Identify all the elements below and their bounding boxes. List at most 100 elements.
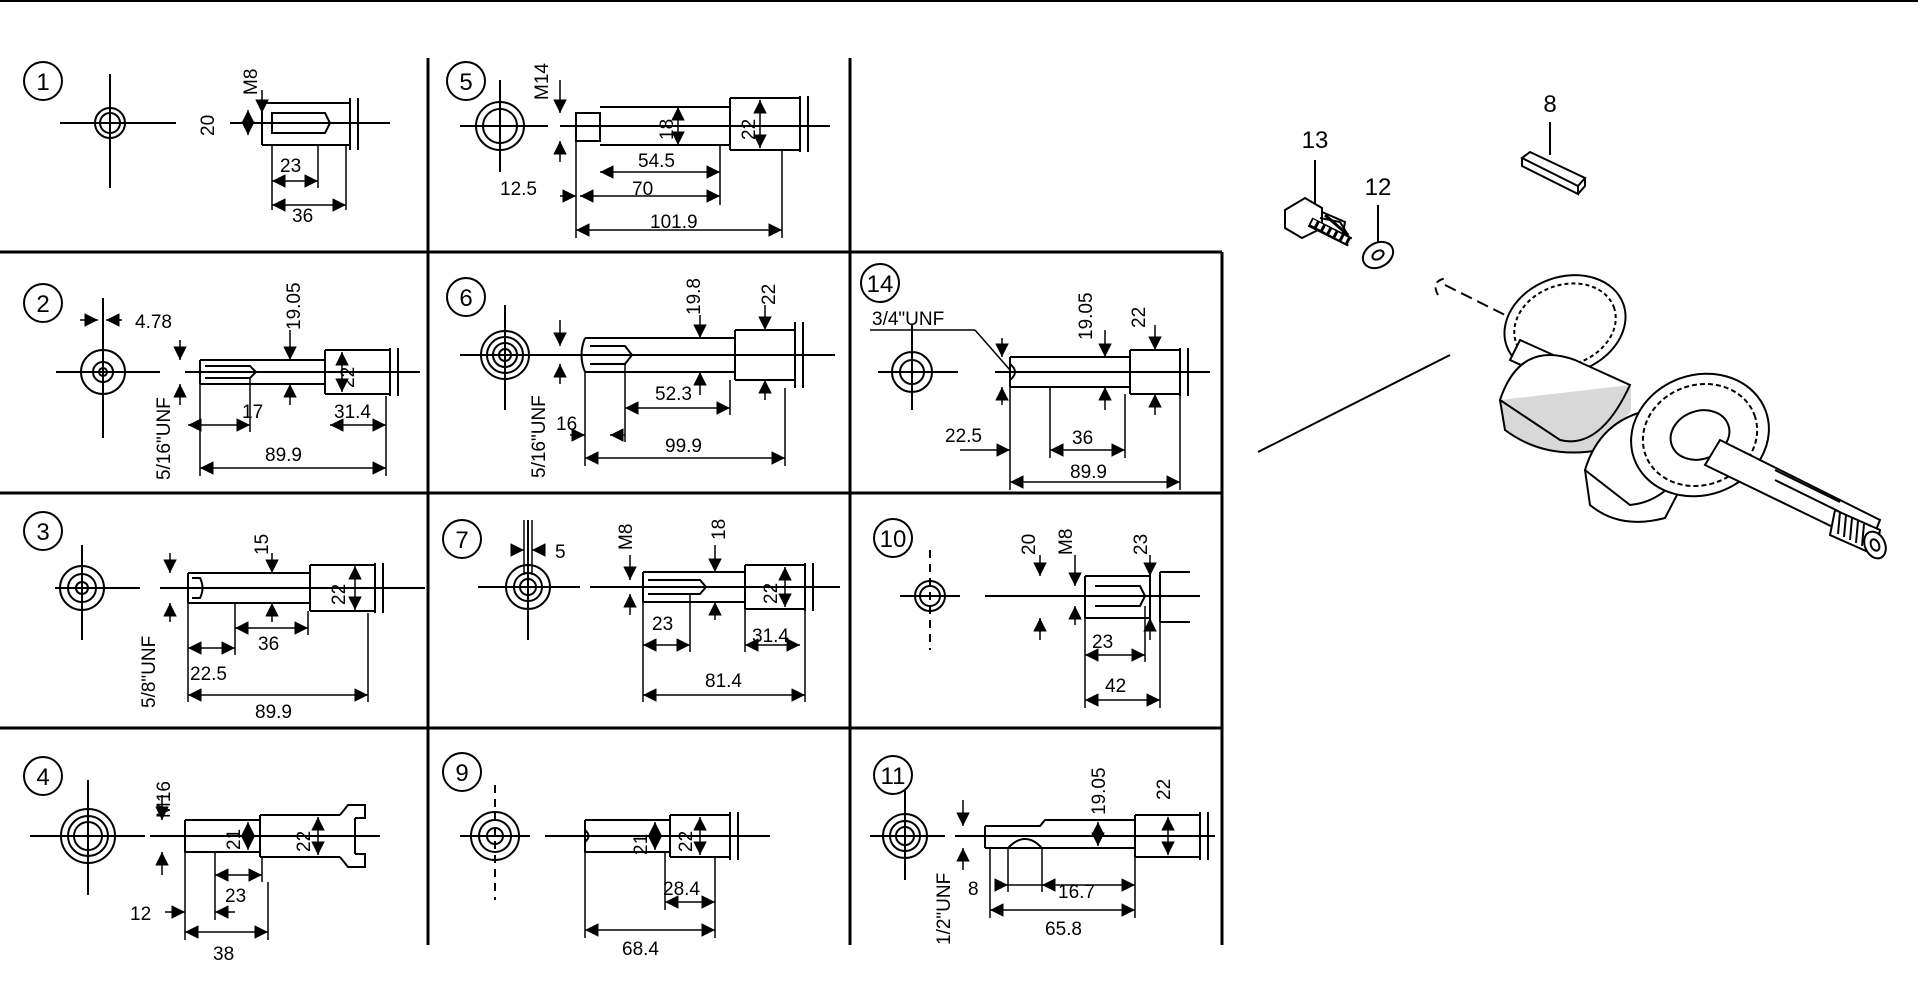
panel-number-badge: 9 xyxy=(442,752,482,792)
svg-text:6: 6 xyxy=(459,285,472,312)
dim-label: 22 xyxy=(294,831,315,852)
panel-number-badge: 7 xyxy=(442,519,482,559)
shaft-end-view xyxy=(56,298,160,438)
dim-label: 31.4 xyxy=(752,626,789,647)
washer-part-12: 12 xyxy=(1361,174,1395,270)
shaft-side-view xyxy=(545,812,770,860)
dim-label: 23 xyxy=(280,156,301,177)
panel-2: 2 xyxy=(23,282,420,480)
panel-1: 1 M8 20 23 36 xyxy=(23,61,390,227)
dim-label: 19.05 xyxy=(1089,767,1110,815)
panel-number-badge: 3 xyxy=(23,511,63,551)
panel-9: 9 21 22 28.4 68.4 xyxy=(442,752,770,960)
shaft-end-view xyxy=(30,780,145,895)
dim-label: 19.05 xyxy=(1076,292,1097,340)
dim-label: M8 xyxy=(616,524,637,550)
dimension-lines xyxy=(553,80,783,238)
dim-label: 23 xyxy=(652,614,673,635)
dim-label: 65.8 xyxy=(1045,919,1082,940)
shaft-side-view xyxy=(995,348,1210,396)
dimension-lines xyxy=(1033,555,1161,708)
dim-label: 23 xyxy=(225,886,246,907)
panel-6: 6 xyxy=(446,277,835,478)
shaft-side-view xyxy=(590,563,840,611)
svg-text:13: 13 xyxy=(1302,127,1329,154)
dim-label: 54.5 xyxy=(638,151,675,172)
panel-10: 10 20 M8 23 23 xyxy=(873,518,1200,708)
exploded-parts: 13 12 8 xyxy=(1257,91,1887,560)
panel-14: 14 xyxy=(860,263,1210,490)
panel-number-badge: 4 xyxy=(23,756,63,796)
dim-label: 38 xyxy=(213,944,234,965)
dim-label: 22 xyxy=(676,831,697,852)
dim-label: 19.8 xyxy=(684,278,705,315)
shaft-end-view xyxy=(878,325,958,410)
dim-label: 28.4 xyxy=(663,879,700,900)
grid-lines xyxy=(0,58,1224,945)
panel-7: 7 xyxy=(442,519,840,702)
dim-label: 20 xyxy=(1019,534,1040,555)
dim-label: M8 xyxy=(241,69,262,95)
crankshaft-drawing xyxy=(1434,274,1887,560)
dimension-lines xyxy=(163,553,369,702)
dim-label: 19.05 xyxy=(284,282,305,330)
dim-label: 16 xyxy=(556,414,577,435)
shaft-side-view xyxy=(185,348,420,396)
dim-label: 36 xyxy=(292,206,313,227)
svg-text:12: 12 xyxy=(1365,174,1392,201)
dim-label: 18 xyxy=(709,519,730,540)
shaft-end-view xyxy=(55,545,140,640)
dim-label: M16 xyxy=(154,781,175,818)
dim-label: 101.9 xyxy=(650,212,698,233)
dimension-lines xyxy=(80,313,387,476)
dim-label: 12 xyxy=(130,904,151,925)
dim-label: 16.7 xyxy=(1058,882,1095,903)
dimension-lines xyxy=(956,800,1175,918)
svg-text:8: 8 xyxy=(1543,91,1556,118)
svg-text:4: 4 xyxy=(36,764,49,791)
panel-11: 11 19.0 xyxy=(870,755,1215,945)
dim-label: 23 xyxy=(1131,534,1152,555)
bolt-part-13: 13 xyxy=(1284,127,1353,247)
shaft-side-view xyxy=(230,98,390,150)
svg-text:9: 9 xyxy=(455,760,468,787)
shaft-side-view xyxy=(985,571,1200,623)
dim-label: 5 xyxy=(555,542,566,563)
shaft-end-view xyxy=(460,80,548,172)
dim-label: 18 xyxy=(657,119,678,140)
dim-label: 99.9 xyxy=(665,436,702,457)
dim-label: 22 xyxy=(761,583,782,604)
panel-number-badge: 1 xyxy=(23,61,63,101)
panel-3: 3 15 xyxy=(23,511,425,723)
panel-4: 4 M16 21 xyxy=(23,756,380,965)
dim-label: 36 xyxy=(258,634,279,655)
dimension-lines xyxy=(155,795,325,940)
panel-number-badge: 2 xyxy=(23,283,63,323)
panel-number-badge: 5 xyxy=(446,61,486,101)
shaft-side-view xyxy=(560,96,830,152)
dim-label: 89.9 xyxy=(255,702,292,723)
svg-text:10: 10 xyxy=(880,526,907,553)
dim-label: 22 xyxy=(1129,307,1150,328)
dim-label: 12.5 xyxy=(500,179,537,200)
panel-5: 5 M14 18 22 xyxy=(446,61,830,238)
svg-text:3: 3 xyxy=(36,519,49,546)
dim-label: 5/16"UNF xyxy=(529,395,550,478)
svg-text:14: 14 xyxy=(867,271,894,298)
panel-number-badge: 6 xyxy=(446,277,486,317)
shaft-end-view xyxy=(478,520,580,640)
dim-label: 21 xyxy=(224,829,245,850)
dim-label: 42 xyxy=(1105,676,1126,697)
dim-label: 22 xyxy=(739,119,760,140)
shaft-end-view xyxy=(900,550,960,650)
dim-label: 36 xyxy=(1072,428,1093,449)
shaft-end-view xyxy=(460,305,555,410)
panel-number-badge: 10 xyxy=(873,518,913,558)
svg-text:2: 2 xyxy=(36,291,49,318)
shaft-side-view xyxy=(150,804,380,868)
dim-label: 89.9 xyxy=(1070,462,1107,483)
dimension-lines xyxy=(584,817,716,938)
key-part-8: 8 xyxy=(1520,91,1587,196)
svg-text:11: 11 xyxy=(881,763,906,790)
